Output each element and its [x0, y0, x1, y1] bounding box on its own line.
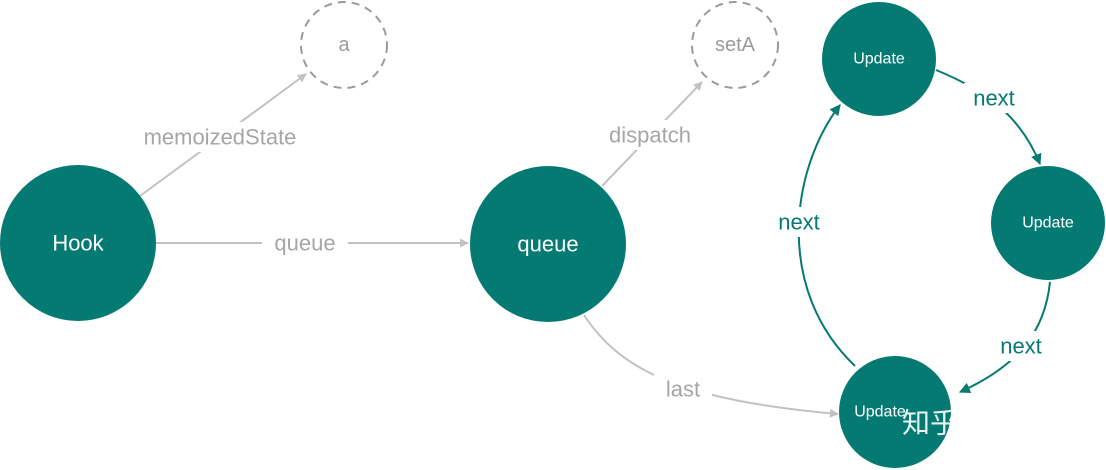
edge-label-next-top-right-text: next: [973, 86, 1015, 111]
node-update-bottom-label: Update: [854, 404, 906, 421]
edge-label-next-bottom-top-text: next: [778, 210, 820, 235]
edge-label-next-bottom-top: next: [770, 207, 830, 237]
edge-label-next-right-bottom-text: next: [1000, 334, 1042, 359]
node-hook: Hook: [0, 165, 156, 321]
edge-label-next-right-bottom: next: [992, 331, 1052, 361]
node-hook-label: Hook: [52, 231, 104, 256]
edge-label-last: last: [654, 374, 712, 404]
edge-label-memoizedstate: memoizedState: [132, 122, 310, 152]
node-queue: queue: [470, 166, 626, 322]
node-queue-label: queue: [517, 232, 578, 257]
edge-label-queue-text: queue: [274, 231, 335, 256]
node-update-top: Update: [822, 2, 936, 116]
node-state-value: a: [300, 1, 388, 89]
edge-label-queue: queue: [262, 228, 348, 258]
node-update-right: Update: [991, 166, 1105, 280]
edge-label-dispatch-text: dispatch: [609, 123, 691, 148]
node-state-value-label: a: [338, 34, 350, 56]
edge-label-last-text: last: [666, 377, 700, 402]
node-dispatch-value: setA: [691, 1, 779, 89]
edge-label-memoizedstate-text: memoizedState: [144, 125, 297, 150]
edge-label-dispatch: dispatch: [598, 120, 702, 150]
watermark-text: 知乎 @几木: [902, 407, 1051, 440]
node-dispatch-value-label: setA: [715, 34, 756, 56]
edge-label-next-top-right: next: [964, 83, 1024, 113]
node-update-right-label: Update: [1022, 215, 1074, 232]
node-update-bottom: Update: [839, 356, 951, 468]
node-update-top-label: Update: [853, 51, 905, 68]
